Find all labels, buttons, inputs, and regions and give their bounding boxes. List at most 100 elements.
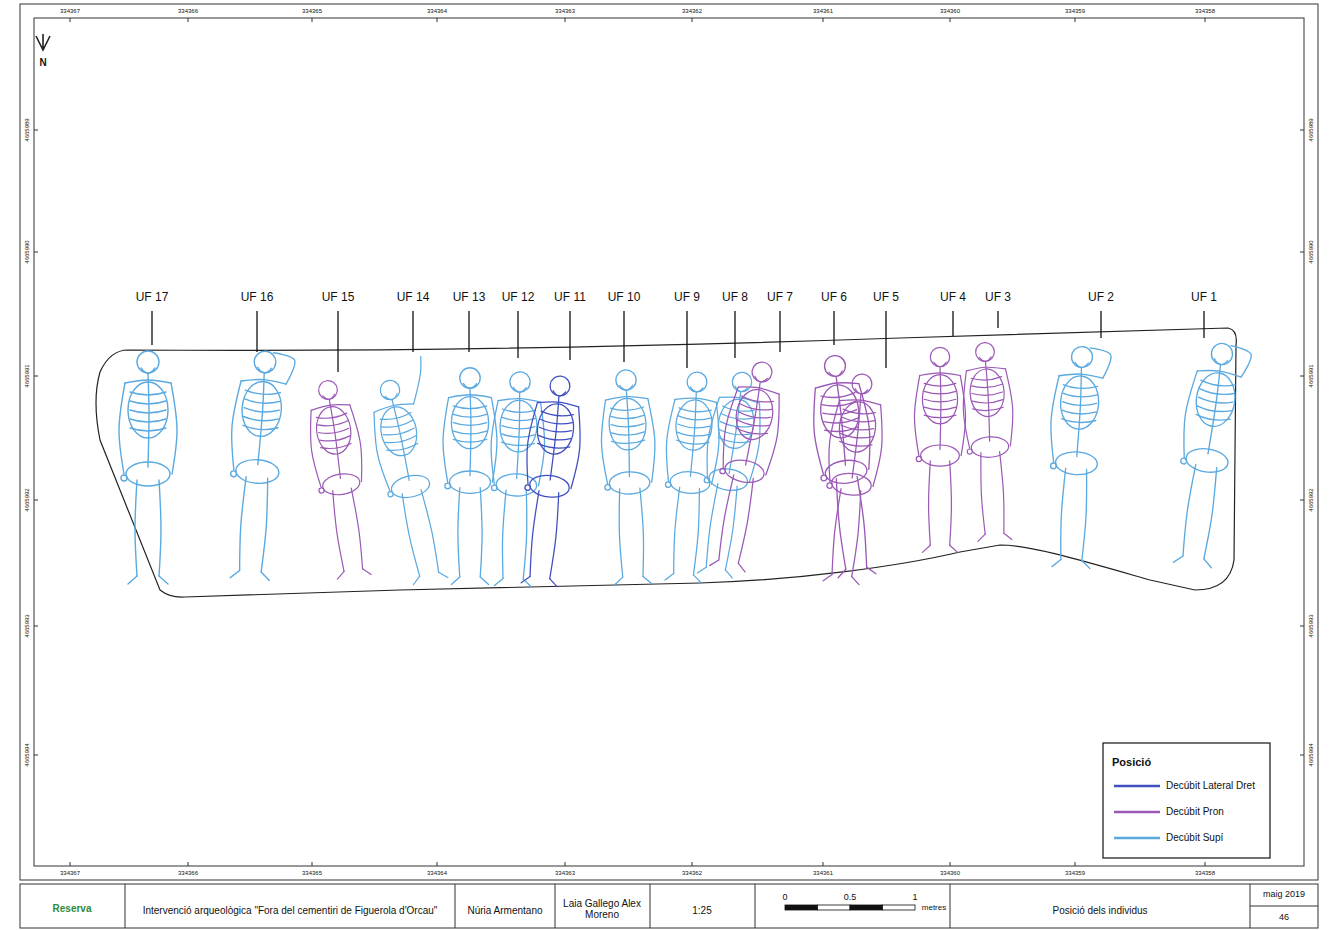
rib [971,384,1002,388]
uf-leader-line [734,311,735,358]
pelvis [723,457,766,485]
grid-tick [34,755,38,756]
rib [1196,414,1231,422]
pelvis [831,471,873,497]
rib [610,407,643,411]
skeleton [807,353,885,579]
pelvis [708,466,749,492]
rib [677,440,710,445]
spine [258,374,265,465]
foot [1203,559,1213,568]
grid-tick [70,18,71,22]
grid-coordinate: 4665994 [1308,743,1315,766]
director-name: Núria Armentano [467,905,542,916]
jaw [829,371,843,377]
uf-leader-line [686,311,687,368]
foot [549,579,558,587]
rib [840,433,873,439]
uf-label: UF 3 [985,291,1011,304]
grid-coordinate: 4665989 [1308,118,1315,141]
grid-coordinate: 334366 [178,870,198,877]
grid-tick [34,500,38,501]
uf-label: UF 11 [554,291,586,304]
sheet-title: Posició dels individus [1052,905,1147,916]
grid-coordinate: 4665993 [1308,614,1315,637]
uf-leader-line [952,311,953,336]
rib [501,442,534,446]
ribcage [1193,370,1239,429]
leg [135,480,137,576]
arm [271,353,295,385]
arm [703,397,719,477]
rib [737,420,769,428]
rib [320,436,351,443]
uf-label: UF 2 [1088,291,1114,304]
ribcage [922,375,957,424]
grid-tick [34,130,38,131]
rib [1197,406,1232,414]
title-block-divider [950,884,951,928]
clavicle [1197,368,1241,377]
foot [614,577,623,585]
clavicle [311,402,350,410]
legend-swatch [1114,785,1160,788]
arm [664,399,675,481]
grid-tick [1300,130,1304,131]
grid-tick [312,18,313,22]
arm [369,412,391,491]
pelvis [389,472,431,501]
pelvis [1185,446,1230,475]
grid-tick [823,862,824,866]
grid-tick [692,18,693,22]
foot [851,577,860,585]
pelvis [450,471,491,493]
foot [261,572,270,580]
rib [243,425,278,430]
legend-box [1103,743,1270,858]
uf-label: UF 1 [1191,291,1217,304]
leg [1204,468,1219,560]
skull [731,371,753,393]
spine [1077,368,1083,456]
arm [1227,346,1253,378]
uf-label: UF 5 [873,291,899,304]
leg [725,486,739,570]
hand [525,485,531,491]
uf-label: UF 10 [608,291,641,304]
grid-tick [70,862,71,866]
grid-coordinate: 334359 [1065,8,1085,15]
skeleton [119,351,177,584]
scale-tick: 0.5 [844,893,857,903]
uf-label: UF 7 [767,291,793,304]
leg [351,488,364,569]
hand [387,491,393,497]
rib [924,383,956,386]
foot [697,566,706,574]
rib [245,390,280,395]
rib [130,419,166,422]
leg [704,483,718,567]
skull [824,355,847,378]
ribcage [608,398,647,451]
uf-leader-line [151,311,152,345]
spine [836,377,846,465]
rib [130,428,166,431]
jaw [1075,362,1089,367]
rib [821,393,855,399]
foot [823,574,832,582]
clavicle [738,384,779,394]
rib [539,427,572,433]
foot [837,569,846,577]
leg [1059,468,1066,559]
rib [679,408,712,413]
jaw [257,367,271,373]
rib [1198,397,1233,405]
grid-coordinate: 334364 [427,870,447,877]
skull [510,372,531,393]
rib [453,414,486,417]
leg [523,491,528,579]
arm [1089,348,1112,379]
arm [648,398,656,482]
rib [453,406,486,409]
